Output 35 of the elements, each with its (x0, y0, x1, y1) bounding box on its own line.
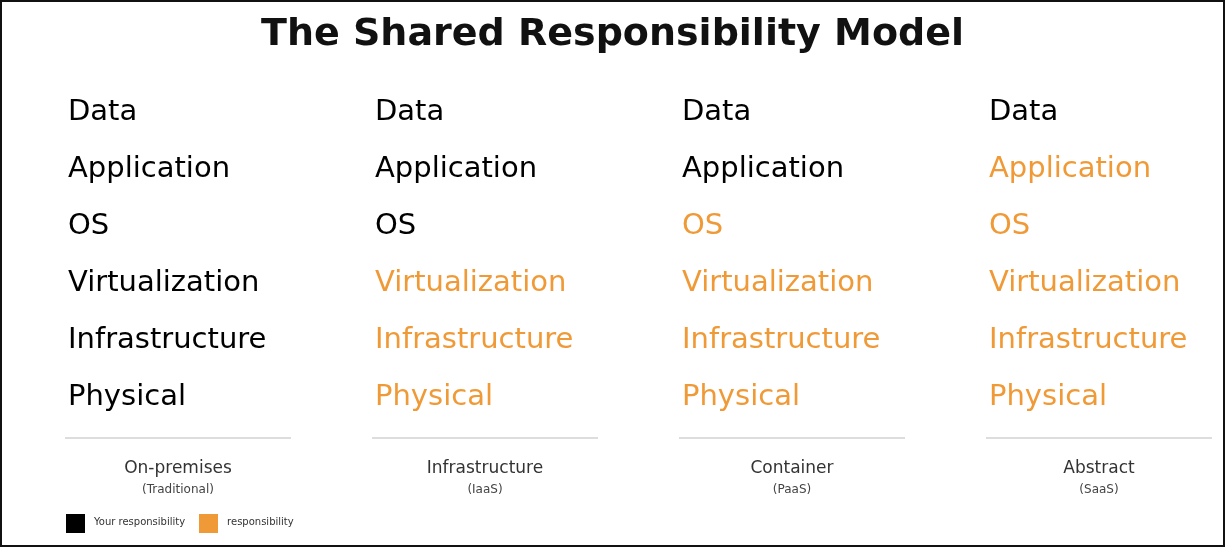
legend-label: Your responsibility (94, 516, 186, 527)
layer-label: Data (989, 93, 1059, 127)
layer-label: Infrastructure (989, 321, 1188, 355)
model-name: Container (749, 457, 835, 477)
layer-label: Virtualization (68, 264, 260, 298)
layer-label: Infrastructure (375, 321, 574, 355)
layer-label: Data (68, 93, 138, 127)
layer-label: OS (989, 207, 1031, 241)
layer-label: Data (375, 93, 445, 127)
layer-label: Virtualization (375, 264, 567, 298)
title: The Shared Responsibility Model (260, 10, 965, 54)
layer-label: Application (68, 150, 231, 184)
model-type: (SaaS) (1078, 482, 1120, 496)
legend-label: responsibility (227, 516, 294, 527)
model-type: (PaaS) (771, 482, 813, 496)
layer-label: Physical (375, 378, 493, 412)
layer-label: Data (682, 93, 752, 127)
layer-label: Application (682, 150, 845, 184)
layer-label: OS (682, 207, 724, 241)
model-name: Infrastructure (425, 457, 545, 477)
model-type: (IaaS) (466, 482, 504, 496)
layer-label: Infrastructure (68, 321, 267, 355)
layer-label: OS (68, 207, 110, 241)
layer-label: Physical (682, 378, 800, 412)
layer-label: Infrastructure (682, 321, 881, 355)
layer-label: Physical (989, 378, 1107, 412)
layer-label: Physical (68, 378, 186, 412)
layer-label: Virtualization (989, 264, 1181, 298)
layer-label: OS (375, 207, 417, 241)
model-name: On-premises (123, 457, 233, 477)
layer-label: Virtualization (682, 264, 874, 298)
layer-label: Application (989, 150, 1152, 184)
model-type: (Traditional) (141, 482, 215, 496)
layer-label: Application (375, 150, 538, 184)
model-name: Abstract (1062, 457, 1136, 477)
